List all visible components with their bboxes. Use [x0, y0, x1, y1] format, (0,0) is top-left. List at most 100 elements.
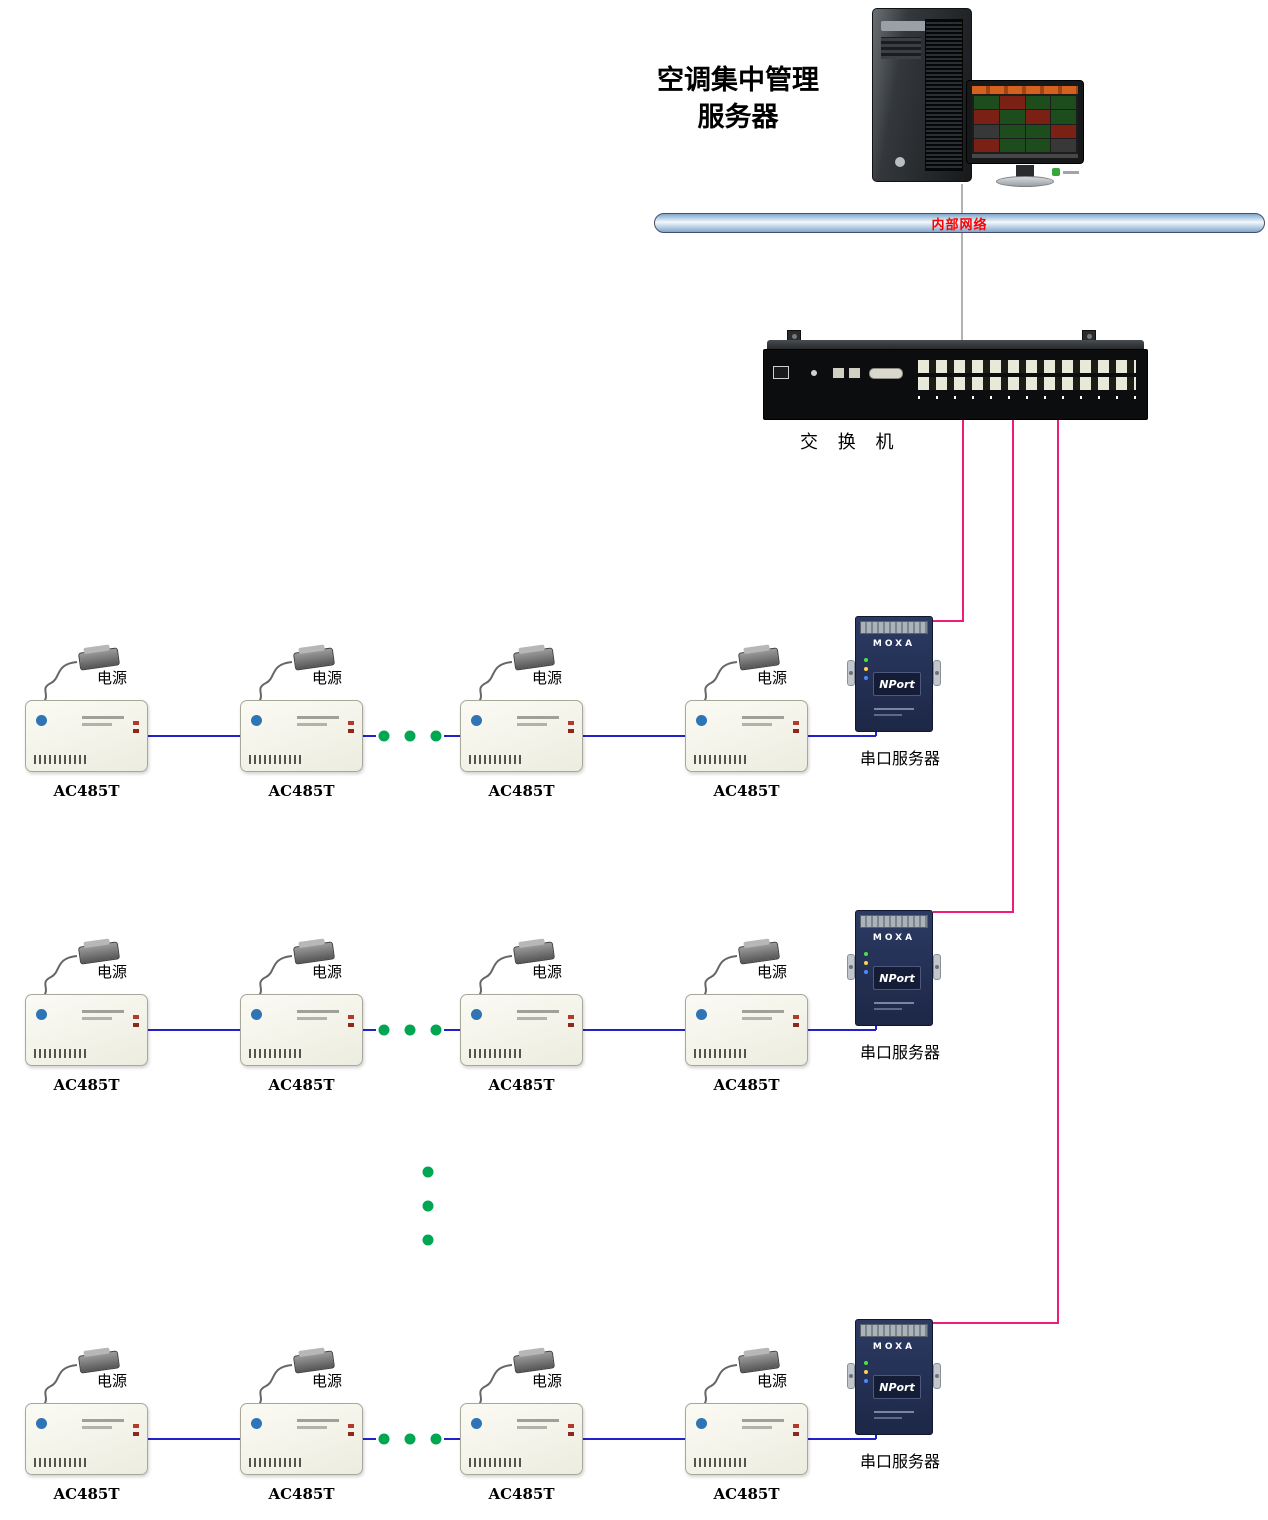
power-label: 电源 — [97, 963, 128, 981]
vent-slots — [469, 755, 521, 764]
device-label: AC485T — [713, 1485, 780, 1503]
rs485-bus-links — [148, 732, 877, 1440]
monitor-stand-neck — [1016, 165, 1034, 177]
server-vent-grille — [925, 19, 963, 171]
power-cable — [42, 955, 78, 998]
ac485t-unit: 电源 AC485T — [240, 1350, 363, 1511]
device-label: AC485T — [713, 782, 780, 800]
monitor-screen — [972, 86, 1078, 158]
internal-network-label: 内部网络 — [931, 217, 988, 233]
serial-text-line — [874, 1008, 902, 1010]
device-text-line — [742, 1010, 784, 1013]
device-text-line — [517, 723, 547, 726]
device-led — [793, 721, 799, 725]
device-logo-icon — [36, 715, 47, 726]
switch-serial-links — [933, 419, 1059, 1324]
ac485t-unit: 电源 AC485T — [25, 647, 148, 808]
page-title: 空调集中管理 服务器 — [632, 62, 844, 136]
device-led — [348, 1424, 354, 1428]
device-text-line — [517, 716, 559, 719]
device-label: AC485T — [53, 1485, 120, 1503]
device-text-line — [82, 723, 112, 726]
switch-top-face — [767, 340, 1144, 350]
ac485t-unit: 电源 AC485T — [240, 647, 363, 808]
device-led — [348, 1432, 354, 1436]
terminal-block — [860, 621, 928, 634]
power-cable — [257, 1364, 293, 1407]
monitor-stand-base — [996, 176, 1054, 187]
ac485t-unit: 电源 AC485T — [460, 941, 583, 1102]
server-badge — [895, 157, 905, 167]
ac485t-device-image — [685, 700, 808, 772]
serial-device-server-image: MOXA NPort — [847, 616, 941, 732]
vent-slots — [249, 755, 301, 764]
vent-slots — [469, 1049, 521, 1058]
device-led — [568, 1432, 574, 1436]
vent-slots — [469, 1458, 521, 1467]
device-label: AC485T — [53, 1076, 120, 1094]
device-led — [568, 1424, 574, 1428]
power-label: 电源 — [97, 1372, 128, 1390]
device-text-line — [742, 723, 772, 726]
monitor-status-bar — [972, 154, 1078, 158]
device-logo-icon — [251, 1418, 262, 1429]
device-led — [348, 721, 354, 725]
ac485t-device-image — [460, 1403, 583, 1475]
ac485t-unit: 电源 AC485T — [685, 647, 808, 808]
power-label: 电源 — [532, 963, 563, 981]
power-cable — [42, 661, 78, 704]
power-label: 电源 — [312, 1372, 343, 1390]
rack-ear — [787, 330, 801, 342]
mounting-ear — [933, 954, 941, 980]
terminal-block — [860, 915, 928, 928]
device-logo-icon — [251, 715, 262, 726]
device-led — [793, 1432, 799, 1436]
status-leds — [864, 1361, 868, 1383]
power-cable — [477, 661, 513, 704]
vent-slots — [694, 1458, 746, 1467]
ac485t-unit: 电源 AC485T — [240, 941, 363, 1102]
ac485t-unit: 电源 AC485T — [685, 941, 808, 1102]
device-led — [133, 1023, 139, 1027]
device-text-line — [297, 1419, 339, 1422]
device-logo-icon — [696, 1418, 707, 1429]
mounting-ear — [847, 1363, 855, 1389]
device-led — [568, 729, 574, 733]
vent-slots — [249, 1458, 301, 1467]
mounting-ear — [933, 1363, 941, 1389]
switch-label: 交 换 机 — [800, 432, 901, 453]
power-cable — [257, 955, 293, 998]
device-led — [133, 1015, 139, 1019]
serial-server-model: NPort — [879, 677, 915, 691]
device-text-line — [517, 1017, 547, 1020]
device-label: AC485T — [268, 1485, 335, 1503]
device-row: 电源 AC485T 电源 — [0, 910, 1268, 1114]
device-text-line — [742, 1426, 772, 1429]
device-text-line — [82, 1010, 124, 1013]
ac485t-device-image — [240, 994, 363, 1066]
ac485t-device-image — [460, 994, 583, 1066]
console-port — [833, 368, 844, 378]
serial-device-server-image: MOXA NPort — [847, 1319, 941, 1435]
vent-slots — [249, 1049, 301, 1058]
ac485t-unit: 电源 AC485T — [25, 941, 148, 1102]
device-label: AC485T — [268, 782, 335, 800]
device-text-line — [82, 1017, 112, 1020]
ac485t-unit: 电源 AC485T — [460, 1350, 583, 1511]
device-led — [133, 1432, 139, 1436]
power-cable — [42, 1364, 78, 1407]
device-label: AC485T — [268, 1076, 335, 1094]
device-text-line — [82, 716, 124, 719]
port-row-bottom — [918, 377, 1136, 390]
device-label: AC485T — [488, 782, 555, 800]
vent-slots — [34, 755, 86, 764]
device-led — [793, 1424, 799, 1428]
device-row: 电源 AC485T 电源 — [0, 1319, 1268, 1520]
port-row-top — [918, 360, 1136, 373]
ac485t-device-image — [25, 994, 148, 1066]
device-led — [133, 729, 139, 733]
model-plate: NPort — [873, 966, 921, 990]
device-text-line — [297, 1017, 327, 1020]
